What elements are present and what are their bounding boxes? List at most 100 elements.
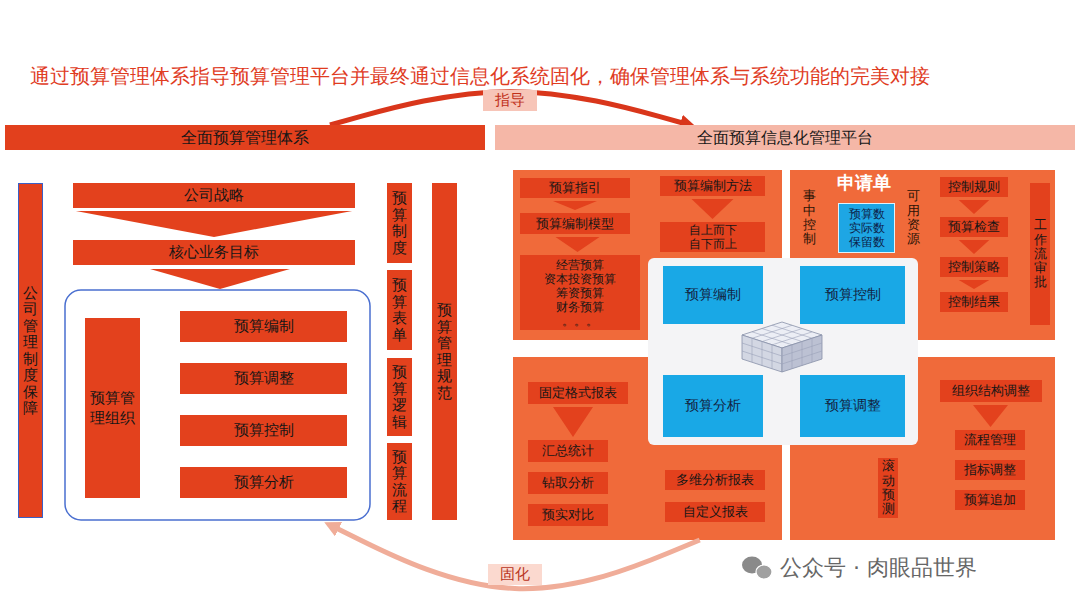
vertical-box: 工作流审批 bbox=[1030, 183, 1050, 325]
node-text: 保留数 bbox=[849, 235, 885, 249]
list-box: 经营预算资本投资预算筹资预算财务预算。。。 bbox=[520, 255, 640, 330]
chevron-arrow bbox=[553, 201, 597, 210]
vertical-box: 预算流程 bbox=[387, 443, 412, 520]
node-text: 预算追加 bbox=[964, 491, 1016, 509]
chevron-arrow bbox=[973, 405, 1008, 427]
vertical-box: 预算逻辑 bbox=[387, 358, 412, 436]
chevron-arrow bbox=[553, 407, 593, 437]
edge-label-holder: 指导 bbox=[483, 90, 537, 111]
node-text: 指标调整 bbox=[964, 461, 1016, 479]
module-square: 预算调整 bbox=[800, 375, 905, 437]
node-text: 全面预算信息化管理平台 bbox=[495, 125, 1075, 150]
node-text: 预算表单 bbox=[392, 277, 407, 343]
node-text: 预算制度 bbox=[392, 190, 407, 256]
node-text: 控制策略 bbox=[948, 258, 1000, 276]
process-box: 预算编制模型 bbox=[520, 213, 630, 234]
process-box: 钻取分析 bbox=[528, 472, 608, 494]
node-text: 预算流程 bbox=[392, 449, 407, 515]
node-text: 预算控制 bbox=[234, 421, 294, 440]
node-text: 公司战略 bbox=[184, 186, 244, 205]
node-text: 公司管理制度保障 bbox=[23, 285, 38, 417]
process-box: 汇总统计 bbox=[528, 440, 608, 462]
process-box: 预算编制方法 bbox=[660, 176, 765, 196]
node-text: 全面预算管理体系 bbox=[5, 125, 485, 150]
system-panel: 全面预算管理体系公司管理制度保障 公司战略核心业务目标预算管理组织 预算编制预算调整… bbox=[5, 125, 485, 525]
quadrant bbox=[513, 357, 782, 540]
process-box: 预算调整 bbox=[180, 363, 347, 394]
node-text: 控制结果 bbox=[948, 293, 1000, 311]
process-box: 预算管理组织 bbox=[85, 318, 140, 498]
process-box: 控制策略 bbox=[940, 257, 1008, 277]
node-text: 预算逻辑 bbox=[392, 364, 407, 430]
vertical-text: 事中控制 bbox=[800, 188, 819, 248]
node-text: 财务预算 bbox=[556, 300, 604, 314]
quadrant bbox=[790, 357, 1055, 540]
node-text: 核心业务目标 bbox=[169, 243, 259, 262]
chevron bbox=[150, 269, 290, 289]
process-box: 预算分析 bbox=[180, 467, 347, 498]
node-text: 工作流审批 bbox=[1034, 218, 1047, 289]
group-outline bbox=[65, 290, 370, 520]
process-box: 自定义报表 bbox=[665, 502, 765, 522]
bubble bbox=[756, 565, 772, 579]
node-text: 预算编制方法 bbox=[674, 177, 752, 195]
value-box: 预算数实际数保留数 bbox=[838, 203, 895, 253]
process-box: 预算检查 bbox=[940, 217, 1008, 237]
vertical-bar: 公司管理制度保障 bbox=[18, 183, 43, 518]
wechat-icon bbox=[742, 557, 772, 580]
process-box: 控制结果 bbox=[940, 292, 1008, 312]
node-text: 汇总统计 bbox=[542, 442, 594, 460]
edge-label-holder: 固化 bbox=[488, 564, 542, 585]
list-box: 自上而下自下而上 bbox=[660, 222, 765, 252]
process-box: 组织结构调整 bbox=[940, 380, 1042, 402]
process-box: 预算指引 bbox=[520, 178, 630, 198]
module-square: 预算控制 bbox=[800, 266, 905, 324]
process-box: 公司战略 bbox=[73, 183, 355, 208]
process-box: 预算编制 bbox=[180, 311, 347, 342]
process-box: 流程管理 bbox=[955, 430, 1025, 450]
label-holder: 公众号 · 肉眼品世界 bbox=[780, 553, 977, 583]
node-text: 预算调整 bbox=[234, 369, 294, 388]
center-ground bbox=[648, 258, 918, 445]
node-text: 组织结构调整 bbox=[952, 382, 1030, 400]
platform-panel: 全面预算信息化管理平台预算指引预算编制模型经营预算资本投资预算筹资预算财务预算。… bbox=[495, 125, 1075, 540]
vertical-text: 可用资源 bbox=[904, 188, 923, 248]
database-cube bbox=[742, 322, 822, 372]
node-text: 申请单 bbox=[837, 171, 891, 195]
vertical-bar: 预算管理规范 bbox=[432, 183, 457, 520]
curved-arrow bbox=[330, 525, 700, 589]
process-box: 预算控制 bbox=[180, 415, 347, 446]
chevron-arrow bbox=[959, 280, 990, 289]
process-box: 控制规则 bbox=[940, 177, 1008, 197]
chevron-arrow bbox=[959, 200, 990, 214]
vertical-box: 滚动预测 bbox=[878, 458, 898, 518]
platform-quadrants bbox=[513, 170, 1055, 540]
node-text: 事中控制 bbox=[803, 189, 816, 246]
heading-box: 申请单 bbox=[833, 170, 895, 196]
node-text: 预算管理规范 bbox=[437, 302, 452, 401]
cube-grid bbox=[742, 325, 822, 369]
node-text: 筹资预算 bbox=[556, 286, 604, 300]
process-box: 核心业务目标 bbox=[73, 240, 355, 265]
process-box: 多维分析报表 bbox=[665, 470, 765, 490]
node-text: 预算管理组织 bbox=[90, 388, 136, 428]
chevron-arrow bbox=[76, 211, 352, 237]
quadrant bbox=[790, 170, 1055, 340]
watermark: 公众号 · 肉眼品世界 bbox=[780, 553, 977, 583]
edge-label: 指导 bbox=[483, 90, 537, 111]
vertical-box: 预算表单 bbox=[387, 270, 412, 350]
process-box: 指标调整 bbox=[955, 460, 1025, 480]
node-text: 钻取分析 bbox=[542, 474, 594, 492]
node-text: 流程管理 bbox=[964, 431, 1016, 449]
node-text: 预算数 bbox=[849, 207, 885, 221]
node-text: 预实对比 bbox=[542, 506, 594, 524]
process-box: 预实对比 bbox=[528, 504, 608, 526]
node-text: 多维分析报表 bbox=[676, 471, 754, 489]
node-text: 自上而下 bbox=[689, 223, 737, 237]
chevron-arrow bbox=[556, 237, 600, 252]
title-holder: 通过预算管理体系指导预算管理平台并最终通过信息化系统固化，确保管理体系与系统功能… bbox=[30, 63, 930, 90]
node-text: 。。。 bbox=[562, 314, 598, 328]
chevron-arrow bbox=[692, 199, 734, 219]
chevron-arrow bbox=[959, 240, 990, 254]
node-text: 预算编制模型 bbox=[536, 215, 614, 233]
